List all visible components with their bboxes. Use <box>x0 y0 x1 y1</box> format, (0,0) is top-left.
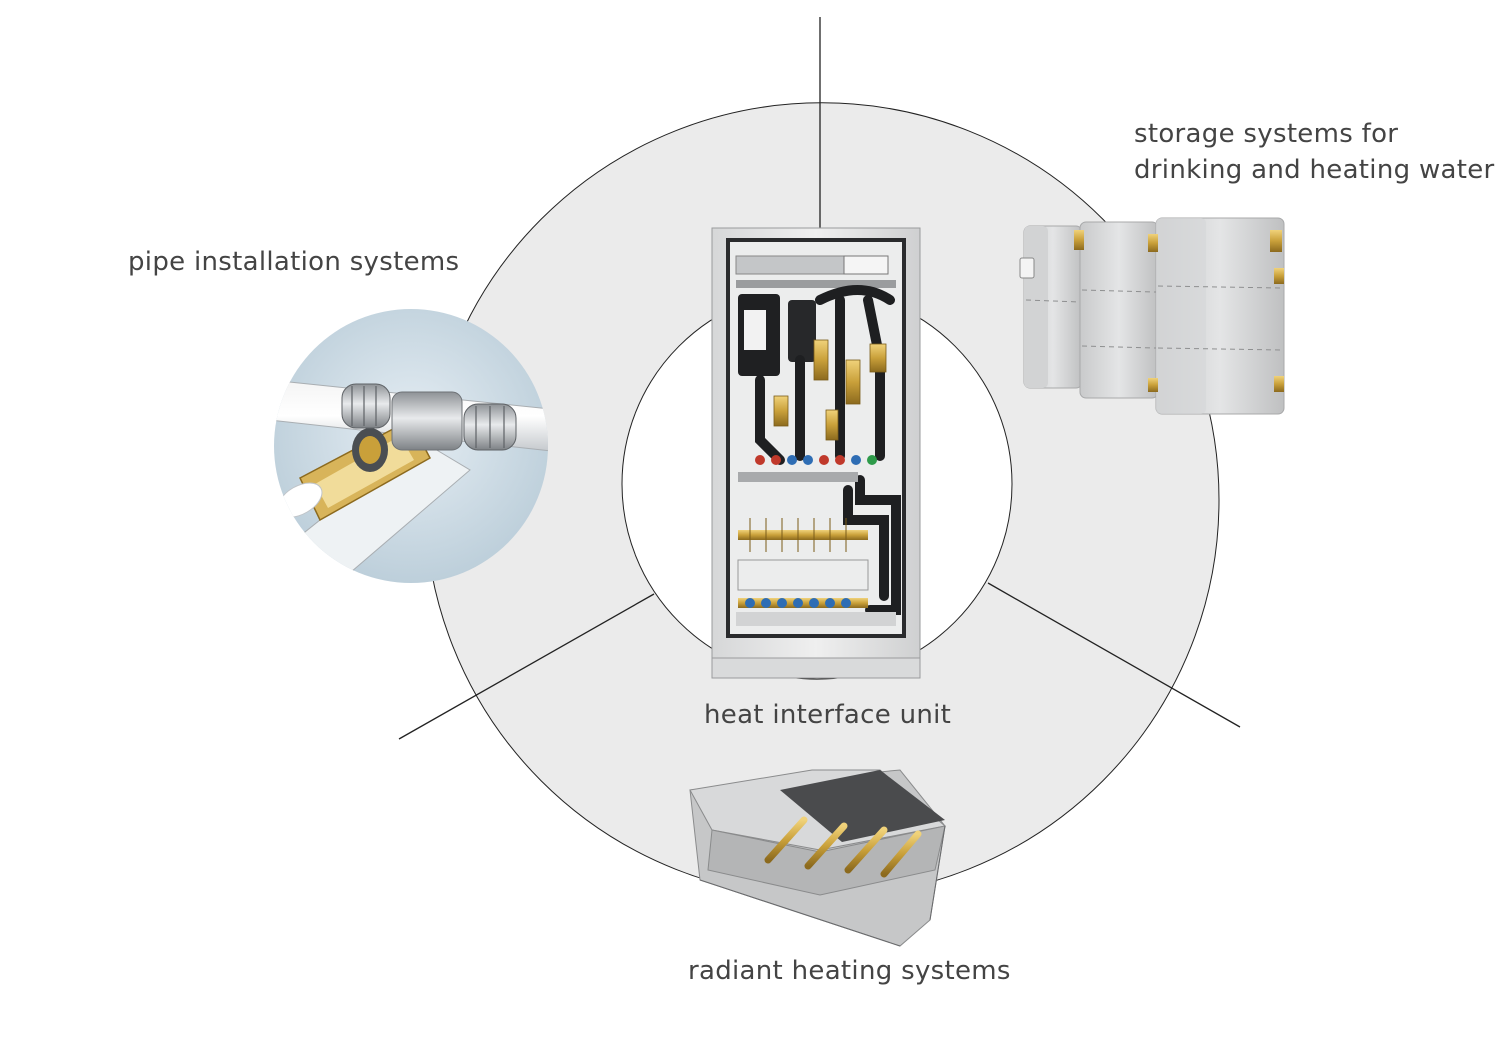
connector-line-left <box>398 593 655 740</box>
floor-heating-cross-section-image <box>689 769 947 947</box>
label-storage-line-2: drinking and heating water <box>1134 155 1495 185</box>
heat-interface-unit-cabinet-image <box>711 227 921 679</box>
storage-tanks-image <box>1019 217 1285 415</box>
label-storage-line-1: storage systems for <box>1134 119 1399 149</box>
label-storage-systems: storage systems for drinking and heating… <box>1134 116 1495 188</box>
connector-line-right <box>987 582 1241 728</box>
label-radiant-heating: radiant heating systems <box>688 956 1011 986</box>
label-pipe-installation: pipe installation systems <box>128 247 460 277</box>
label-heat-interface-unit: heat interface unit <box>704 700 952 730</box>
